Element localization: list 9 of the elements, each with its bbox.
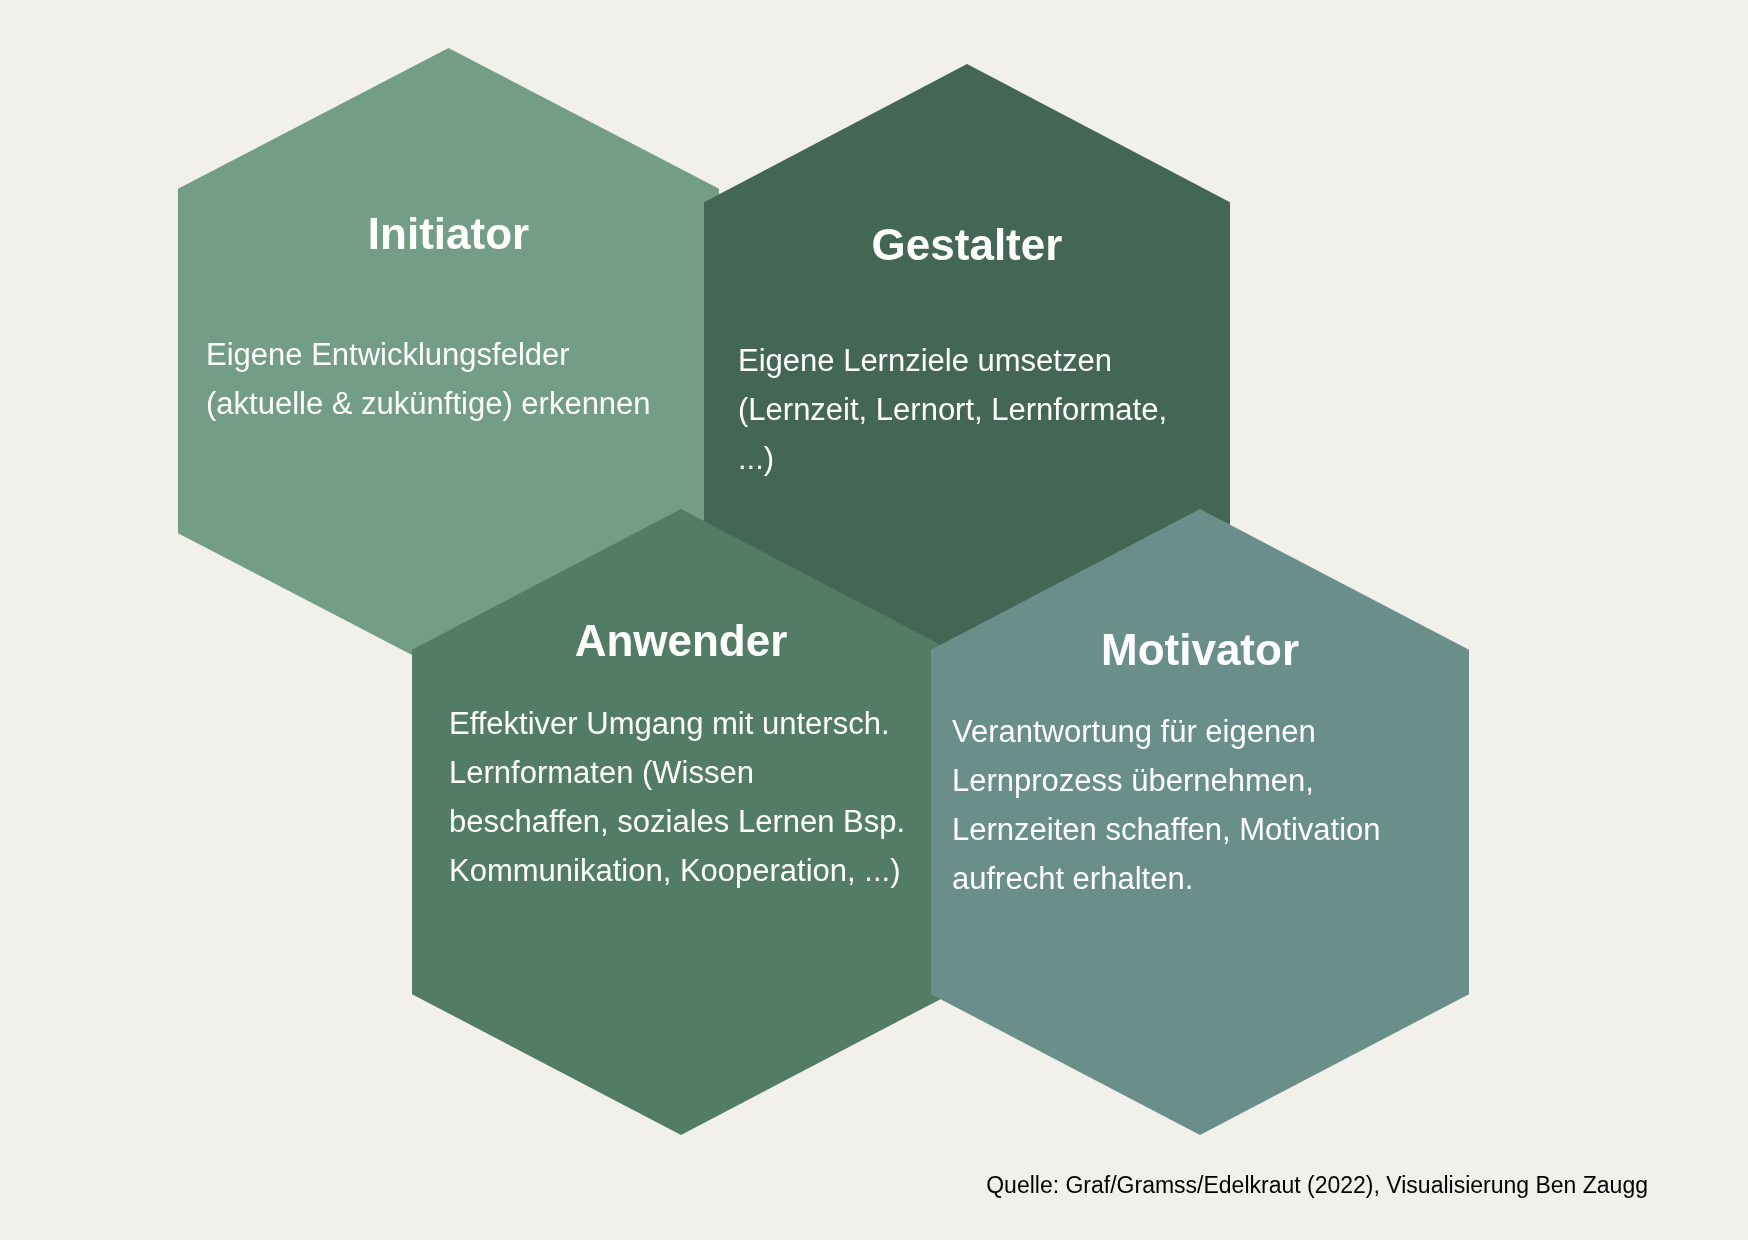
hexagon-heading: Anwender (573, 615, 789, 667)
hexagon-description: Verantwortung für eigenen Lernprozess übernehmen, Lernzeiten schaffen, Motivation aufrecht erhalten. (952, 713, 1382, 898)
hexagon-heading: Initiator (366, 208, 531, 260)
hexagon-description: Effektiver Umgang mit untersch. Lernformaten (Wissen beschaffen, soziales Lernen Bsp. Kommunikation, Kooperation, ...) (449, 705, 907, 890)
hexagon-description: Eigene Entwicklungsfelder (aktuelle & zukünftige) erkennen (206, 336, 652, 423)
hexagon-heading: Motivator (1100, 624, 1300, 676)
hexagon-heading: Gestalter (870, 219, 1064, 271)
source-caption: Quelle: Graf/Gramss/Edelkraut (2022), Visualisierung Ben Zaugg (986, 1171, 1648, 1200)
hexagon-description: Eigene Lernziele umsetzen (Lernzeit, Lernort, Lernformate, ...) (738, 342, 1169, 478)
